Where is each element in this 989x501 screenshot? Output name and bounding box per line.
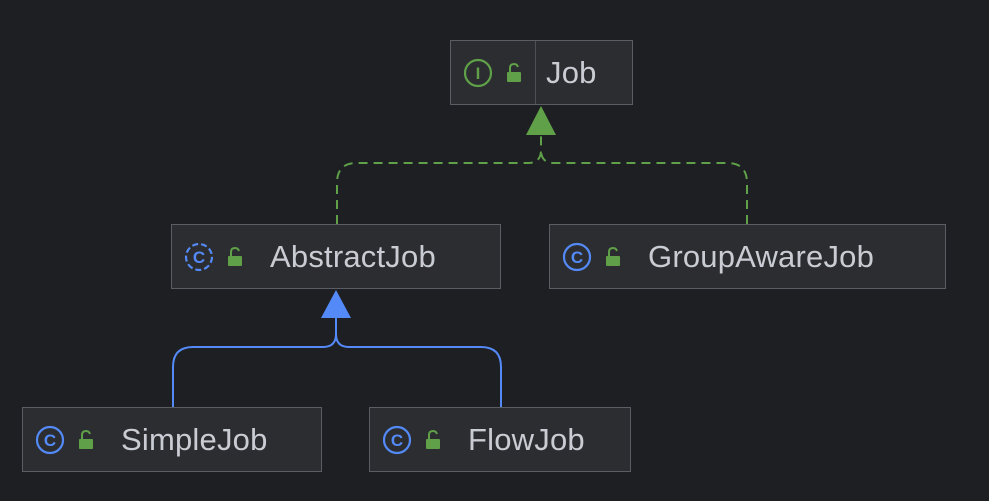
node-label-job: Job <box>546 54 597 90</box>
class-icon: C <box>382 425 412 455</box>
node-label-group-aware-job: GroupAwareJob <box>648 238 875 274</box>
node-label-simple-job: SimpleJob <box>121 421 268 457</box>
svg-text:C: C <box>44 431 56 450</box>
edge-abstractjob-implements-job <box>336 135 542 224</box>
edge-groupawarejob-implements-job <box>540 149 748 224</box>
implements-edges <box>336 135 748 224</box>
implements-arrowhead <box>526 106 556 135</box>
svg-text:C: C <box>391 431 403 450</box>
public-lock-icon <box>226 246 244 267</box>
extends-edges <box>172 318 502 407</box>
class-icon: C <box>35 425 65 455</box>
public-lock-icon <box>77 429 95 450</box>
svg-text:C: C <box>193 248 205 267</box>
abstract-class-icon: C <box>184 242 214 272</box>
edge-flowjob-extends-abstractjob <box>335 333 502 407</box>
node-group-aware-job[interactable]: C GroupAwareJob <box>549 224 946 289</box>
node-simple-job[interactable]: C SimpleJob <box>22 407 322 472</box>
node-label-flow-job: FlowJob <box>468 421 585 457</box>
node-job[interactable]: I Job <box>450 40 633 105</box>
node-abstract-job[interactable]: C AbstractJob <box>171 224 501 289</box>
svg-text:C: C <box>571 248 583 267</box>
class-icon: C <box>562 242 592 272</box>
edge-simplejob-extends-abstractjob <box>172 318 337 407</box>
public-lock-icon <box>424 429 442 450</box>
interface-icon: I <box>463 58 493 88</box>
extends-arrowhead <box>321 290 351 318</box>
node-label-abstract-job: AbstractJob <box>270 238 436 274</box>
node-divider <box>535 41 536 104</box>
node-flow-job[interactable]: C FlowJob <box>369 407 631 472</box>
svg-text:I: I <box>476 64 481 83</box>
public-lock-icon <box>604 246 622 267</box>
public-lock-icon <box>505 62 523 83</box>
